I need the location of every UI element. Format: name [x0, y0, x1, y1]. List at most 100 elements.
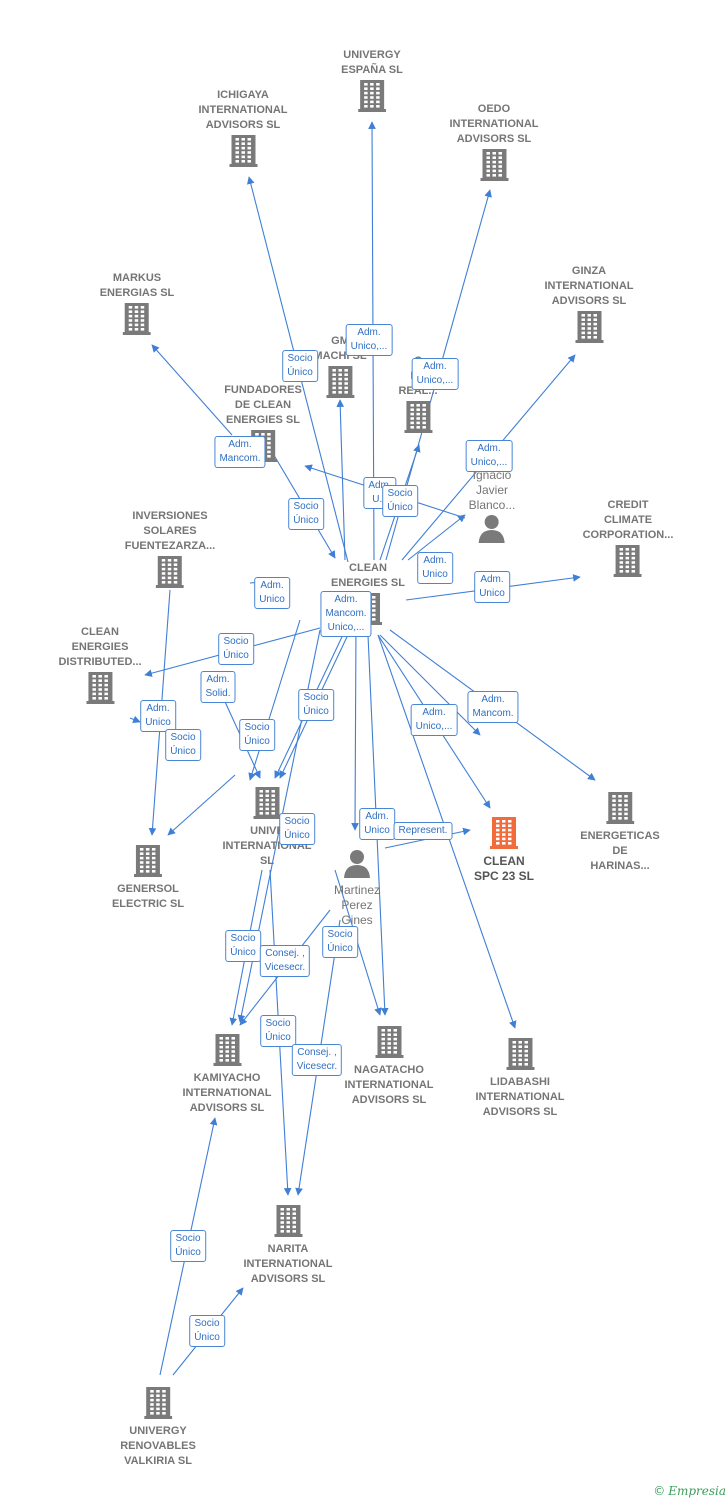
edge-label[interactable]: Socio Único	[279, 813, 315, 845]
node-label: CLEAN ENERGIES DISTRIBUTED...	[58, 626, 142, 668]
node-credit-climate[interactable]: CREDIT CLIMATE CORPORATION...	[582, 498, 674, 582]
edge-label[interactable]: Adm. Unico,...	[345, 324, 393, 356]
building-icon	[583, 543, 674, 582]
node-label: CLEAN SPC 23 SL	[473, 854, 535, 883]
building-icon	[120, 1385, 196, 1424]
building-icon	[475, 1036, 564, 1075]
edge-label[interactable]: Socio Único	[225, 930, 261, 962]
node-lidabashi[interactable]: LIDABASHI INTERNATIONAL ADVISORS SL	[475, 1036, 565, 1120]
node-markus[interactable]: MARKUS ENERGIAS SL	[99, 271, 175, 340]
edge-label[interactable]: Adm. Mancom.	[214, 436, 266, 468]
node-genersol[interactable]: GENERSOL ELECTRIC SL	[112, 843, 184, 912]
building-icon	[449, 147, 538, 186]
edge-label[interactable]: Socio Único	[322, 926, 358, 958]
node-label: KAMIYACHO INTERNATIONAL ADVISORS SL	[182, 1072, 272, 1114]
node-label: CLEAN ENERGIES SL	[331, 562, 405, 589]
edge-label[interactable]: Adm. Unico	[254, 577, 290, 609]
edge-label[interactable]: Adm. Unico,...	[410, 704, 458, 736]
edge-label[interactable]: Socio Único	[239, 719, 275, 751]
relationship-edge	[151, 344, 233, 436]
node-label: Ignacio Javier Blanco...	[468, 468, 516, 512]
node-univergy-espana[interactable]: UNIVERGY ESPAÑA SL	[341, 48, 403, 117]
building-icon	[222, 785, 311, 824]
node-oedo[interactable]: OEDO INTERNATIONAL ADVISORS SL	[449, 102, 539, 186]
edge-label[interactable]: Consej. , Vicesecr.	[291, 1044, 343, 1076]
empresia-watermark: ©Empresia	[653, 1484, 726, 1498]
edge-label[interactable]: Socio Único	[189, 1315, 225, 1347]
node-univergy-renovables[interactable]: UNIVERGY RENOVABLES VALKIRIA SL	[120, 1385, 196, 1469]
edge-label[interactable]: Socio Único	[260, 1015, 296, 1047]
building-icon	[474, 815, 534, 854]
edge-label[interactable]: Adm. Solid.	[200, 671, 236, 703]
relationship-edge	[129, 715, 141, 724]
node-ignacio[interactable]: Ignacio Javier Blanco...	[468, 468, 516, 548]
node-label: NAGATACHO INTERNATIONAL ADVISORS SL	[344, 1064, 434, 1106]
relationship-edge	[167, 774, 236, 836]
building-icon	[182, 1032, 271, 1071]
relationship-edge	[336, 399, 346, 561]
edge-label[interactable]: Socio Único	[298, 689, 334, 721]
node-label: INVERSIONES SOLARES FUENTEZARZA...	[124, 510, 216, 552]
building-icon	[58, 670, 141, 709]
node-kamiyacho[interactable]: KAMIYACHO INTERNATIONAL ADVISORS SL	[182, 1032, 272, 1116]
building-icon	[398, 399, 437, 438]
building-icon	[100, 301, 175, 340]
node-label: FUNDADORES DE CLEAN ENERGIES SL	[224, 384, 302, 426]
building-icon	[580, 790, 659, 829]
edge-label[interactable]: Adm. Unico	[417, 552, 453, 584]
building-icon	[125, 554, 215, 593]
node-clean-distributed[interactable]: CLEAN ENERGIES DISTRIBUTED...	[58, 625, 142, 709]
node-label: UNIVERGY ESPAÑA SL	[341, 49, 403, 76]
node-label: ENERGETICAS DE HARINAS...	[580, 830, 660, 872]
edge-label[interactable]: Adm. Unico	[140, 700, 176, 732]
node-label: MARKUS ENERGIAS SL	[99, 272, 175, 299]
node-label: LIDABASHI INTERNATIONAL ADVISORS SL	[475, 1076, 565, 1118]
relationship-edge	[248, 619, 301, 781]
relationship-edge	[351, 621, 359, 831]
node-label: Martinez Perez Gines	[333, 883, 381, 927]
copyright-symbol: ©	[653, 1484, 666, 1498]
node-label: OEDO INTERNATIONAL ADVISORS SL	[449, 103, 539, 145]
building-icon	[243, 1203, 332, 1242]
edge-label[interactable]: Adm. Unico	[359, 808, 395, 840]
edge-label[interactable]: Adm. Unico,...	[411, 358, 459, 390]
edge-label[interactable]: Socio Único	[165, 729, 201, 761]
node-clean-spc[interactable]: CLEAN SPC 23 SL	[474, 815, 534, 884]
node-label: NARITA INTERNATIONAL ADVISORS SL	[243, 1243, 333, 1285]
node-inversiones[interactable]: INVERSIONES SOLARES FUENTEZARZA...	[125, 509, 215, 593]
edge-label[interactable]: Consej. , Vicesecr.	[259, 945, 311, 977]
building-icon	[544, 309, 633, 348]
edge-label[interactable]: Adm. Unico	[474, 571, 510, 603]
node-fundadores[interactable]: FUNDADORES DE CLEAN ENERGIES SL	[224, 383, 302, 467]
building-icon	[344, 1024, 433, 1063]
node-gm-machi[interactable]: GM MACHI SL	[313, 334, 367, 403]
edge-label[interactable]: Socio Único	[288, 498, 324, 530]
node-label: GENERSOL ELECTRIC SL	[111, 883, 185, 910]
edge-label[interactable]: Adm. Mancom.	[467, 691, 519, 723]
node-ichigaya[interactable]: ICHIGAYA INTERNATIONAL ADVISORS SL	[198, 88, 288, 172]
building-icon	[341, 78, 403, 117]
relationship-edge	[379, 634, 481, 736]
edge-label[interactable]: Socio Único	[382, 485, 418, 517]
building-icon	[198, 133, 287, 172]
node-narita[interactable]: NARITA INTERNATIONAL ADVISORS SL	[243, 1203, 333, 1287]
node-ginza[interactable]: GINZA INTERNATIONAL ADVISORS SL	[544, 264, 634, 348]
node-martinez[interactable]: Martinez Perez Gines	[334, 848, 380, 928]
node-label: CREDIT CLIMATE CORPORATION...	[582, 499, 674, 541]
edge-label[interactable]: Adm. Mancom. Unico,...	[320, 591, 372, 637]
empresia-brand: Empresia	[668, 1484, 726, 1498]
node-energeticas[interactable]: ENERGETICAS DE HARINAS...	[580, 790, 660, 874]
edge-label[interactable]: Represent.	[393, 822, 453, 840]
edge-label[interactable]: Socio Único	[218, 633, 254, 665]
edge-label[interactable]: Adm. Unico,...	[465, 440, 513, 472]
person-icon	[469, 513, 516, 548]
node-nagatacho[interactable]: NAGATACHO INTERNATIONAL ADVISORS SL	[344, 1024, 434, 1108]
node-label: ICHIGAYA INTERNATIONAL ADVISORS SL	[198, 89, 288, 131]
node-label: GINZA INTERNATIONAL ADVISORS SL	[544, 265, 634, 307]
edge-label[interactable]: Socio Único	[282, 350, 318, 382]
building-icon	[313, 364, 366, 403]
building-icon	[112, 843, 184, 882]
node-label: UNIVERGY RENOVABLES VALKIRIA SL	[120, 1425, 196, 1467]
edge-label[interactable]: Socio Único	[170, 1230, 206, 1262]
